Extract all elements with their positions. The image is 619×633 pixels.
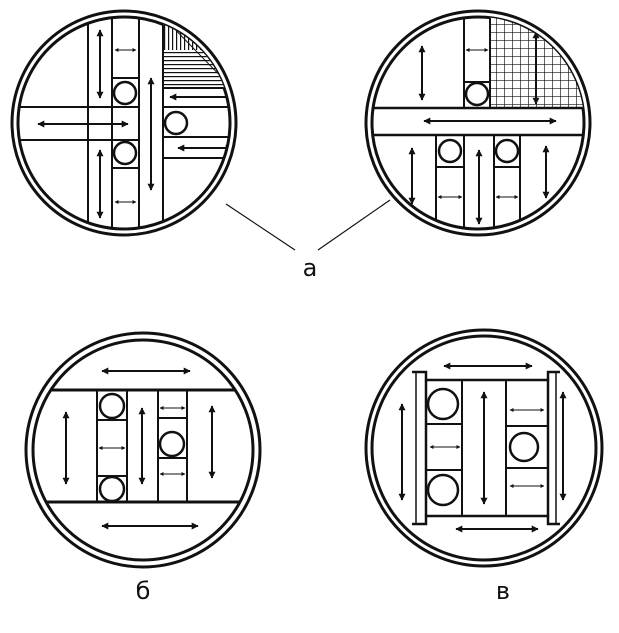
diagram-a-left [10,9,238,237]
label-a: а [303,254,318,282]
diagram-b [24,331,262,569]
leader-lines-a [225,199,391,251]
diagram-v [364,328,604,568]
label-v: в [496,577,510,605]
label-b: б [136,577,151,605]
diagram-a-right [364,9,592,237]
